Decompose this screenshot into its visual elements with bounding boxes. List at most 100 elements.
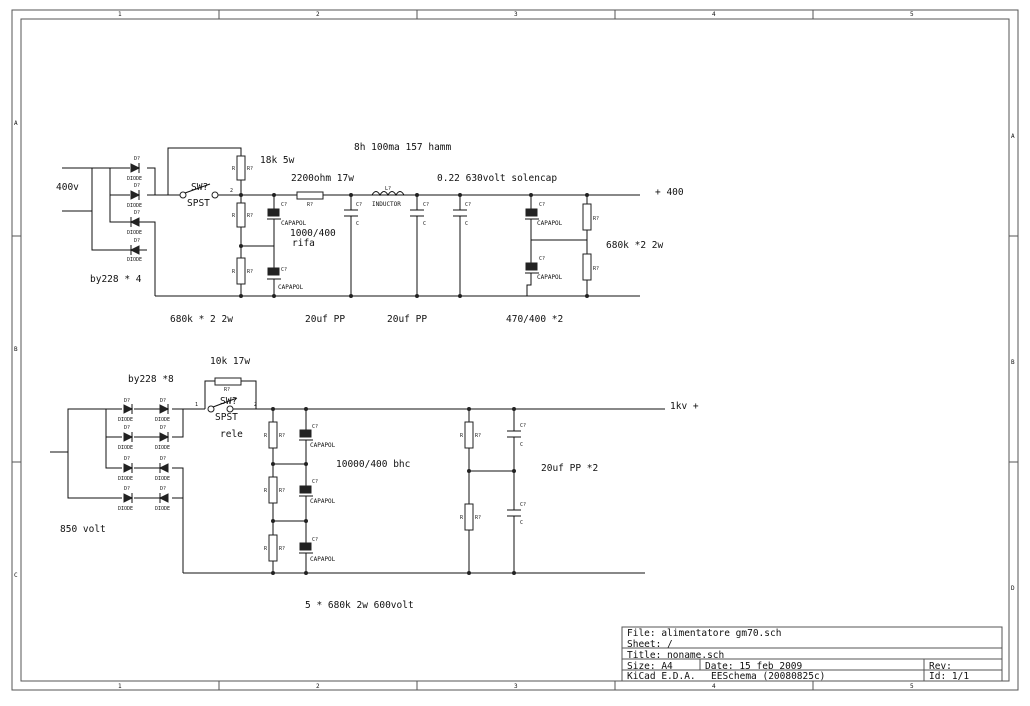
sheet-frame-labels: 1 2 3 4 5 1 2 3 4 5 A B C A B D (14, 11, 1015, 690)
lower-pp-note: 20uf PP *2 (541, 463, 598, 474)
switch-sw1 (179, 183, 219, 199)
row-label-a: A (14, 120, 18, 127)
title-block-app: KiCad E.D.A. (627, 671, 696, 682)
capapol-c6-value: CAPAPOL (537, 220, 563, 227)
col-label-3: 3 (514, 11, 518, 18)
capapol-c7-ref: C? (539, 256, 545, 262)
resistor-r6-ref: R? (279, 433, 285, 439)
film-cap-c5-ref: C? (465, 202, 471, 208)
diode-d7-value: DIODE (118, 445, 133, 451)
switch-sw2-pin-left: 1 (195, 402, 198, 408)
resistor-r8 (268, 534, 278, 562)
diode-d1 (130, 163, 141, 173)
lower-cap-bank-note: 10000/400 bhc (336, 459, 410, 470)
resistor-r10-ref: R? (475, 515, 481, 521)
switch-sw2 (207, 397, 238, 413)
diode-d3 (129, 217, 140, 227)
bypass-resistor-ref: R? (224, 387, 230, 393)
diode-d4 (129, 245, 140, 255)
switch-sw1-value: SPST (187, 198, 210, 209)
filter-caps-note: 1000/400 (290, 228, 336, 239)
lower-junctions (271, 407, 516, 575)
resistor-r1-value: R (232, 166, 236, 172)
film-cap-c11-ref: C? (520, 423, 526, 429)
switch-sw2-ref: SW? (220, 396, 237, 407)
series-resistor-ref: R? (307, 202, 313, 208)
capapol-c7-value: CAPAPOL (537, 274, 563, 281)
right-res-note: 680k *2 2w (606, 240, 663, 251)
capapol-c9-value: CAPAPOL (310, 498, 336, 505)
col-label-5-bottom: 5 (910, 683, 914, 690)
cap-bank-note: 470/400 *2 (506, 314, 563, 325)
row-label-b-right: B (1011, 359, 1015, 366)
bypass-resistor-note: 10k 17w (210, 356, 250, 367)
diode-d1-value: DIODE (127, 176, 142, 182)
diode-d10-ref: D? (160, 456, 166, 462)
lower-input-label: 850 volt (60, 524, 106, 535)
diode-d10-value: DIODE (155, 476, 170, 482)
film-cap-c4 (410, 209, 424, 217)
inductor-l1-ref: L? (385, 186, 391, 192)
film-cap-c12-ref: C? (520, 502, 526, 508)
switch-sw1-pin: 2 (230, 188, 233, 194)
diode-d5-value: DIODE (118, 417, 133, 423)
film-cap-c4-value: C (423, 221, 426, 227)
title-block-file: File: alimentatore gm70.sch (627, 628, 781, 639)
capapol-c10 (299, 542, 313, 554)
diode-d2 (130, 190, 141, 200)
diode-d6-value: DIODE (155, 417, 170, 423)
col-label-4: 4 (712, 11, 716, 18)
film-cap-c12-value: C (520, 520, 523, 526)
film-cap-c12 (507, 509, 521, 517)
series-resistor (296, 191, 324, 200)
diode-d11 (123, 493, 134, 503)
capapol-c9 (299, 485, 313, 497)
film-cap-c3-value: C (356, 221, 359, 227)
rifa-note: rifa (292, 238, 315, 249)
diode-d11-value: DIODE (118, 506, 133, 512)
row-label-c: C (14, 572, 18, 579)
capapol-c1-ref: C? (281, 202, 287, 208)
resistor-r10-value: R (460, 515, 464, 521)
resistor-r4 (582, 203, 592, 231)
resistor-r1 (236, 155, 246, 181)
capapol-c8 (299, 429, 313, 441)
title-block-title: Title: noname.sch (627, 650, 724, 661)
upper-output-label: + 400 (655, 187, 684, 198)
sheet-frame (11, 9, 1019, 691)
diode-d2-value: DIODE (127, 203, 142, 209)
resistor-r5-ref: R? (593, 266, 599, 272)
resistor-r5 (582, 253, 592, 281)
col-label-5: 5 (910, 11, 914, 18)
diode-d3-ref: D? (134, 210, 140, 216)
capapol-c2 (267, 267, 281, 280)
relay-note: rele (220, 429, 243, 440)
diode-d8-ref: D? (160, 425, 166, 431)
diode-d4-ref: D? (134, 238, 140, 244)
title-block-rev: Rev: (929, 661, 952, 672)
diode-d5-ref: D? (124, 398, 130, 404)
col-label-2-bottom: 2 (316, 683, 320, 690)
capapol-c1 (267, 208, 281, 220)
col-label-1: 1 (118, 11, 122, 18)
row-label-b: B (14, 346, 18, 353)
title-block-date: Date: 15 feb 2009 (705, 661, 803, 672)
resistor-r6-value: R (264, 433, 268, 439)
bypass-resistor (214, 377, 242, 386)
resistor-r8-value: R (264, 546, 268, 552)
diode-d11-ref: D? (124, 486, 130, 492)
film-cap-note: 0.22 630volt solencap (437, 173, 557, 184)
diode-d12-value: DIODE (155, 506, 170, 512)
row-label-a-right: A (1011, 133, 1015, 140)
resistor-r7 (268, 476, 278, 504)
diode-d1-ref: D? (134, 156, 140, 162)
resistor-r3-value: R (232, 269, 236, 275)
lower-output-label: 1kv + (670, 401, 699, 412)
resistor-r9-ref: R? (475, 433, 481, 439)
title-block: File: alimentatore gm70.sch Sheet: / Tit… (621, 626, 1003, 682)
resistor-r1-ref: R? (247, 166, 253, 172)
bottom-left-note: 680k * 2 2w (170, 314, 233, 325)
film-cap-c11-value: C (520, 442, 523, 448)
diode-d8-value: DIODE (155, 445, 170, 451)
capapol-c9-ref: C? (312, 479, 318, 485)
